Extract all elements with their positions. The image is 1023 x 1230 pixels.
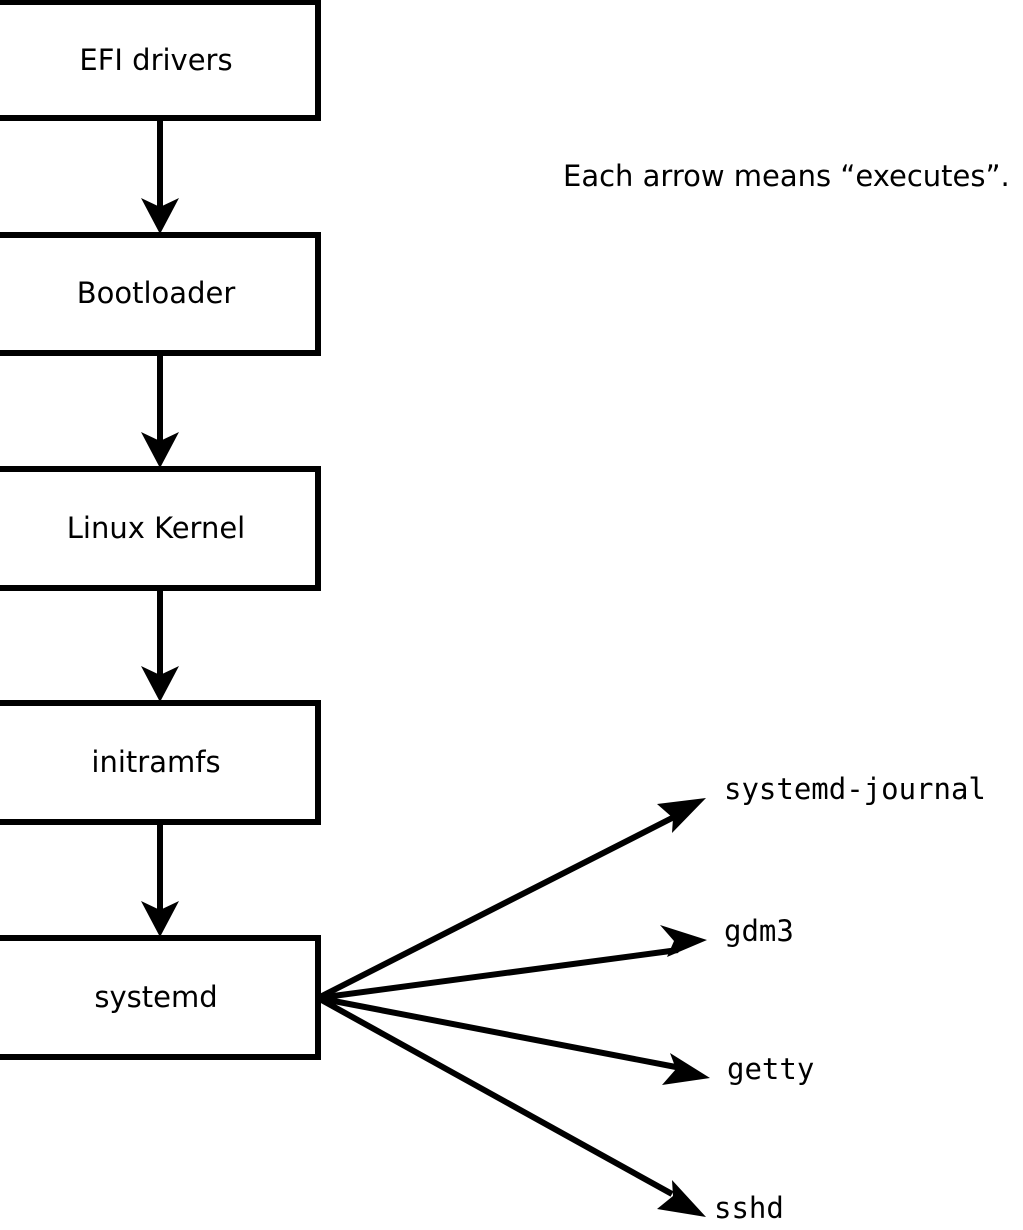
stage-box-efi-drivers[interactable]: EFI drivers <box>0 0 321 121</box>
stage-box-initramfs[interactable]: initramfs <box>0 700 321 825</box>
service-label-sshd: sshd <box>714 1191 784 1225</box>
arrow-head-icon <box>657 1180 706 1217</box>
stage-box-rect <box>0 700 321 825</box>
arrow-head-icon <box>141 666 179 702</box>
boot-chain-group: EFI drivers Bootloader Linux Kernel init… <box>0 0 321 1060</box>
flow-arrow-bootloader-to-kernel <box>141 353 179 468</box>
stage-label: Linux Kernel <box>67 511 245 545</box>
arrow-head-icon <box>662 1053 710 1085</box>
flow-arrow-efi-to-bootloader <box>141 118 179 234</box>
arrow-shaft <box>316 813 678 1001</box>
arrow-shaft <box>317 995 682 1071</box>
arrow-head-icon <box>660 925 707 957</box>
arrow-head-icon <box>141 901 179 937</box>
stage-box-bootloader[interactable]: Bootloader <box>0 232 321 356</box>
legend-caption: Each arrow means “executes”. <box>563 159 1010 193</box>
service-label-getty: getty <box>727 1052 814 1086</box>
stage-box-rect <box>0 935 321 1060</box>
service-label-systemd-journal: systemd-journal <box>724 772 986 806</box>
arrow-shaft <box>317 947 679 1001</box>
stage-box-rect <box>0 0 321 121</box>
stage-box-rect <box>0 466 321 591</box>
fanout-arrow-getty <box>317 995 710 1085</box>
fanout-arrow-gdm3 <box>317 925 707 1001</box>
fanout-arrow-systemd-journal <box>316 798 706 1001</box>
stage-label: EFI drivers <box>79 43 232 77</box>
arrow-head-icon <box>141 432 179 468</box>
service-labels-group: systemd-journal gdm3 getty sshd <box>714 772 986 1225</box>
arrow-shaft <box>316 995 674 1197</box>
stage-label: Bootloader <box>77 276 236 310</box>
flow-arrow-initramfs-to-systemd <box>141 822 179 937</box>
fanout-arrow-sshd <box>316 995 706 1217</box>
stage-label: systemd <box>94 980 217 1014</box>
flow-arrows-group <box>141 118 179 937</box>
arrow-head-icon <box>141 198 179 234</box>
arrow-head-icon <box>657 798 706 833</box>
stage-box-rect <box>0 232 321 356</box>
service-fanout-group <box>316 798 710 1217</box>
stage-label: initramfs <box>91 745 220 779</box>
stage-box-systemd[interactable]: systemd <box>0 935 321 1060</box>
service-label-gdm3: gdm3 <box>724 914 794 948</box>
flow-arrow-kernel-to-initramfs <box>141 588 179 702</box>
stage-box-linux-kernel[interactable]: Linux Kernel <box>0 466 321 591</box>
